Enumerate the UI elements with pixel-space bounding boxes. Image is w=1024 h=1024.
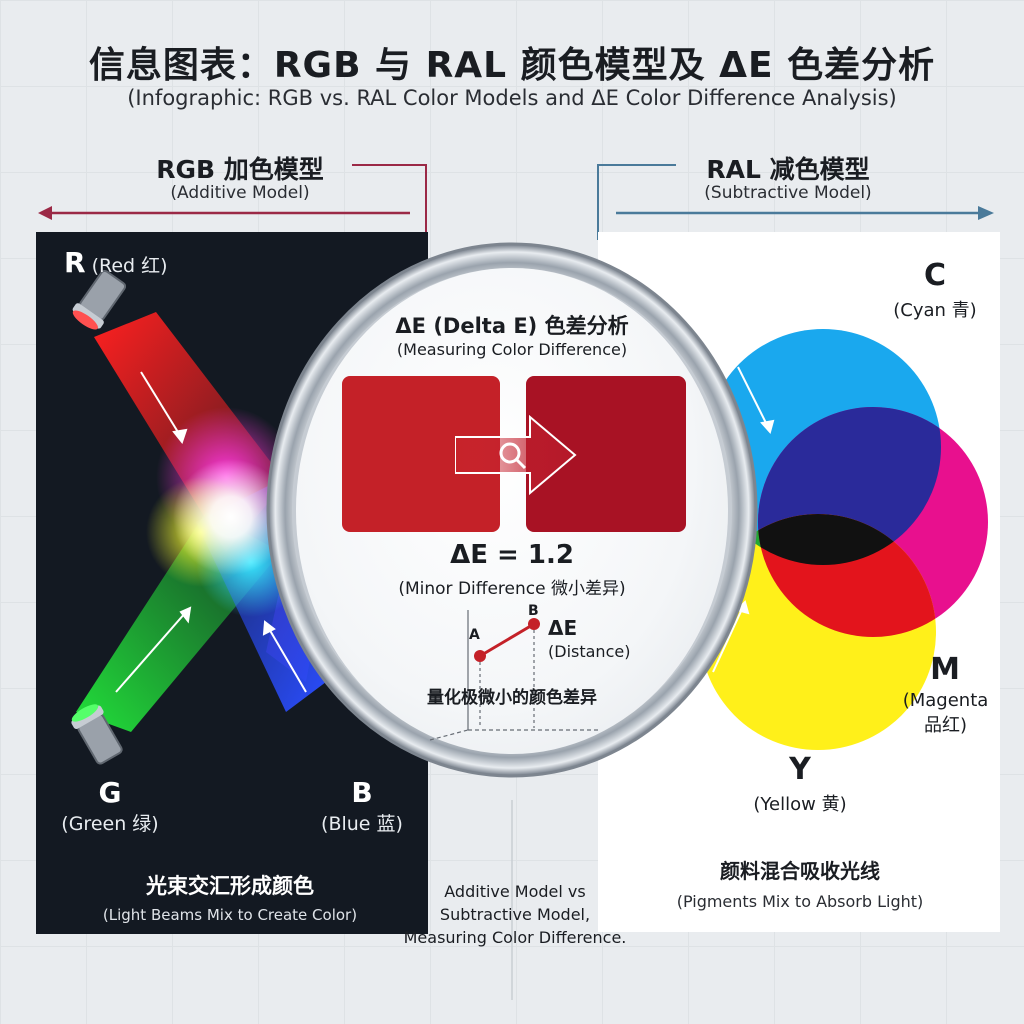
red-label: R(Red 红) xyxy=(64,246,168,279)
page-title: 信息图表：RGB 与 RAL 颜色模型及 ΔE 色差分析 xyxy=(88,45,936,86)
delta-e-title: ΔE (Delta E) 色差分析 xyxy=(395,314,629,338)
rgb-caption: 光束交汇形成颜色 (Light Beams Mix to Create Colo… xyxy=(102,874,358,924)
point-a xyxy=(474,650,486,662)
rgb-section-title: RGB 加色模型 xyxy=(156,155,324,184)
green-label: G (Green 绿) xyxy=(61,776,159,835)
point-b-label: B xyxy=(528,603,539,619)
quantify-caption: 量化极微小的颜色差异 xyxy=(427,688,597,708)
yellow-label: (Yellow 黄) xyxy=(753,794,847,815)
delta-e-subtitle: (Measuring Color Difference) xyxy=(396,340,628,359)
pigment-circles-illustration xyxy=(700,329,988,750)
ral-section-subtitle: (Subtractive Model) xyxy=(704,183,872,203)
cyan-label: (Cyan 青) xyxy=(893,300,977,321)
search-icon xyxy=(499,442,527,470)
white-center-glow xyxy=(173,459,289,575)
blue-label: B (Blue 蓝) xyxy=(321,776,403,835)
yellow-letter: Y xyxy=(789,752,811,787)
rgb-section-subtitle: (Additive Model) xyxy=(170,183,310,203)
distance-plot xyxy=(429,610,600,741)
distance-line xyxy=(479,622,535,658)
beam-arrows xyxy=(115,371,307,693)
ral-section-title: RAL 减色模型 xyxy=(706,155,870,184)
point-a-label: A xyxy=(469,627,480,643)
red-spotlight-icon xyxy=(72,269,127,330)
compare-arrow xyxy=(455,415,577,495)
page-subtitle: (Infographic: RGB vs. RAL Color Models a… xyxy=(127,86,897,110)
ral-caption: 颜料混合吸收光线 (Pigments Mix to Absorb Light) xyxy=(676,859,924,911)
delta-e-note: (Minor Difference 微小差异) xyxy=(398,579,626,599)
point-b xyxy=(528,618,540,630)
bottom-caption: Additive Model vs Subtractive Model, Mea… xyxy=(403,882,627,947)
magenta-letter: M xyxy=(930,652,960,687)
distance-label: ΔE xyxy=(548,616,578,640)
cyan-letter: C xyxy=(923,258,947,293)
green-spotlight-icon xyxy=(71,704,123,765)
distance-sub: (Distance) xyxy=(548,642,631,661)
delta-e-value: ΔE = 1.2 xyxy=(450,540,574,570)
pigment-arrows xyxy=(712,366,775,673)
